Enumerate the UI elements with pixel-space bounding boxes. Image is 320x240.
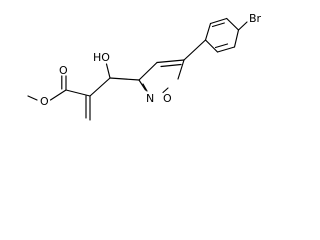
- hydroxyl-label: HO: [93, 51, 110, 64]
- isoxazole-ring: [138, 59, 185, 94]
- ring-oxygen-label: O: [163, 92, 172, 105]
- ring-nitrogen-label: N: [146, 92, 154, 105]
- bond-ring-to-bromine: [237, 21, 248, 31]
- bromine-label: Br: [249, 12, 262, 25]
- carbonyl-oxygen-label: O: [59, 64, 68, 77]
- bromophenyl-ring: [204, 17, 240, 53]
- chemical-structure-diagram: Br HO O O N O: [27, 12, 262, 121]
- ester-oxygen-label: O: [40, 95, 49, 108]
- bond-phenyl-to-isoxazole: [183, 39, 207, 61]
- side-chain-bonds: [27, 63, 140, 121]
